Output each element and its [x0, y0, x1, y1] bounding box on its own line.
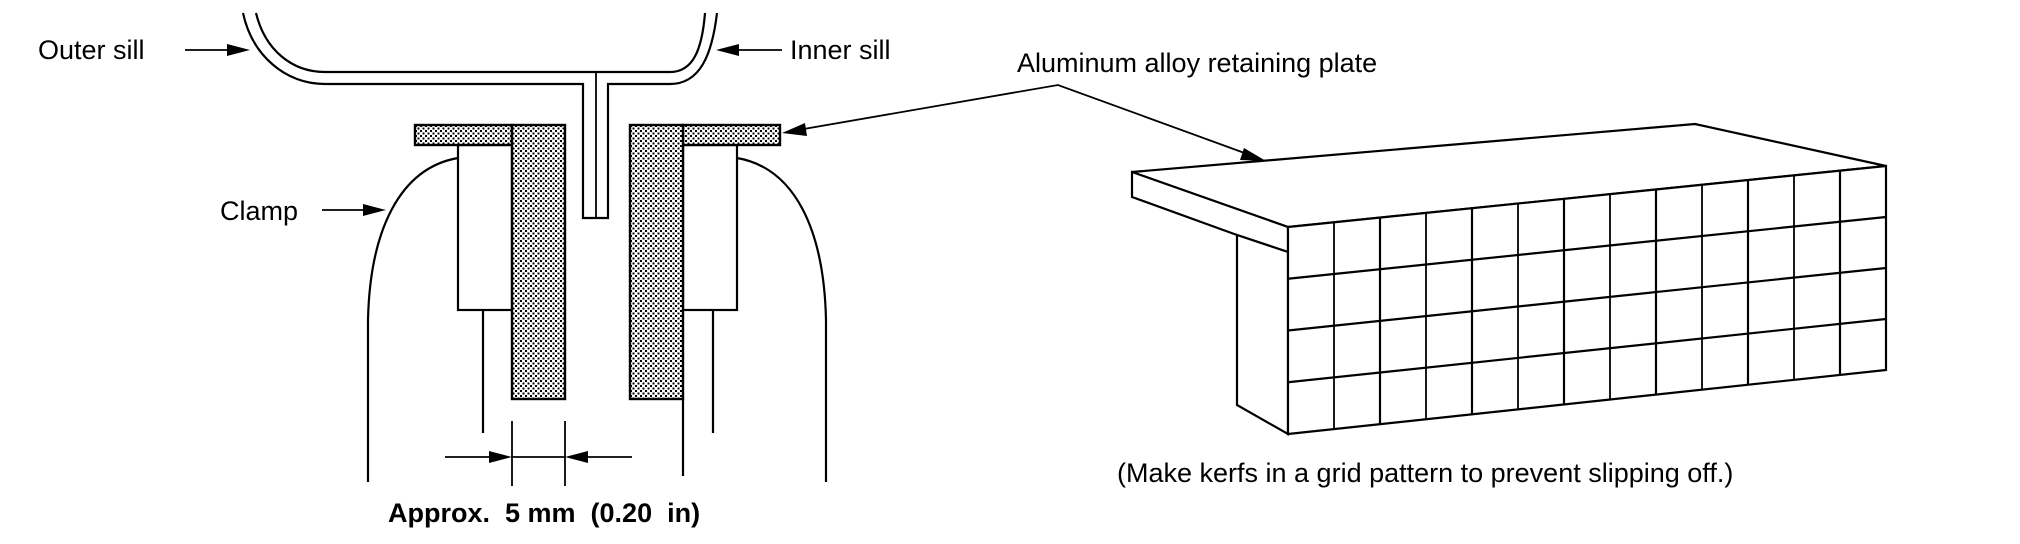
- callout-retaining-plate: Aluminum alloy retaining plate: [782, 48, 1377, 161]
- inner-sill-label: Inner sill: [790, 35, 891, 65]
- retaining-plate-arrow-left-icon: [782, 123, 807, 136]
- clamp-label: Clamp: [220, 196, 298, 226]
- kerf-horizontal-line: [1287, 215, 1887, 280]
- retaining-plate-arrow-right-icon: [1240, 148, 1266, 161]
- right-jaw-insert: [681, 143, 739, 312]
- sill-inner-wall: [254, 12, 707, 74]
- clamp-right-arc: [736, 156, 828, 482]
- clamp-left-arc: [366, 156, 459, 482]
- kerf-horizontal-line: [1287, 266, 1887, 332]
- retaining-plate-label: Aluminum alloy retaining plate: [1017, 48, 1377, 78]
- outer-sill-label: Outer sill: [38, 35, 145, 65]
- left-jaw-insert: [456, 143, 514, 312]
- gap-dimension: Approx. 5 mm (0.20 in): [388, 421, 700, 528]
- kerf-note: (Make kerfs in a grid pattern to prevent…: [1117, 458, 1733, 488]
- right-jaw: [628, 123, 782, 476]
- retaining-plate-leader: [797, 84, 1251, 156]
- right-retaining-plate-bar: [628, 123, 685, 401]
- callout-outer-sill: Outer sill: [38, 35, 250, 65]
- left-retaining-plate-bar: [510, 123, 567, 401]
- clamp-arrow-icon: [363, 204, 386, 216]
- sill-panel: [241, 12, 719, 220]
- left-jaw: [413, 123, 567, 433]
- right-retaining-plate-flange: [681, 123, 782, 147]
- left-retaining-plate-flange: [413, 123, 514, 147]
- clamp: [366, 156, 828, 482]
- kerf-horizontal-line: [1287, 317, 1887, 384]
- outer-sill-arrow-icon: [227, 44, 250, 56]
- dimension-arrow-right-icon: [489, 451, 512, 463]
- dimension-arrow-left-icon: [565, 451, 588, 463]
- callout-clamp: Clamp: [220, 196, 386, 226]
- kerf-grid: [1287, 170, 1887, 430]
- sill-outer-wall: [241, 12, 719, 220]
- retaining-plate-isometric: [1130, 122, 1888, 436]
- gap-dimension-label: Approx. 5 mm (0.20 in): [388, 498, 700, 528]
- plate-side-face: [1235, 233, 1290, 436]
- callout-inner-sill: Inner sill: [716, 35, 891, 65]
- inner-sill-arrow-icon: [716, 44, 739, 56]
